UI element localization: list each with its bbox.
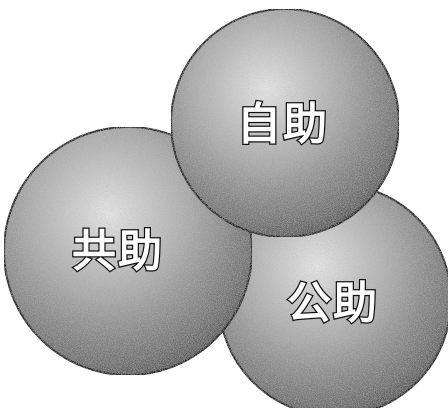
sphere-label-self-support: 自助	[237, 99, 329, 150]
sphere-self-support: 自助	[170, 8, 400, 238]
sphere-mutual-support: 共助	[3, 126, 253, 376]
sphere-label-public-support: 公助	[287, 278, 379, 329]
sphere-label-mutual-support: 共助	[72, 226, 164, 277]
